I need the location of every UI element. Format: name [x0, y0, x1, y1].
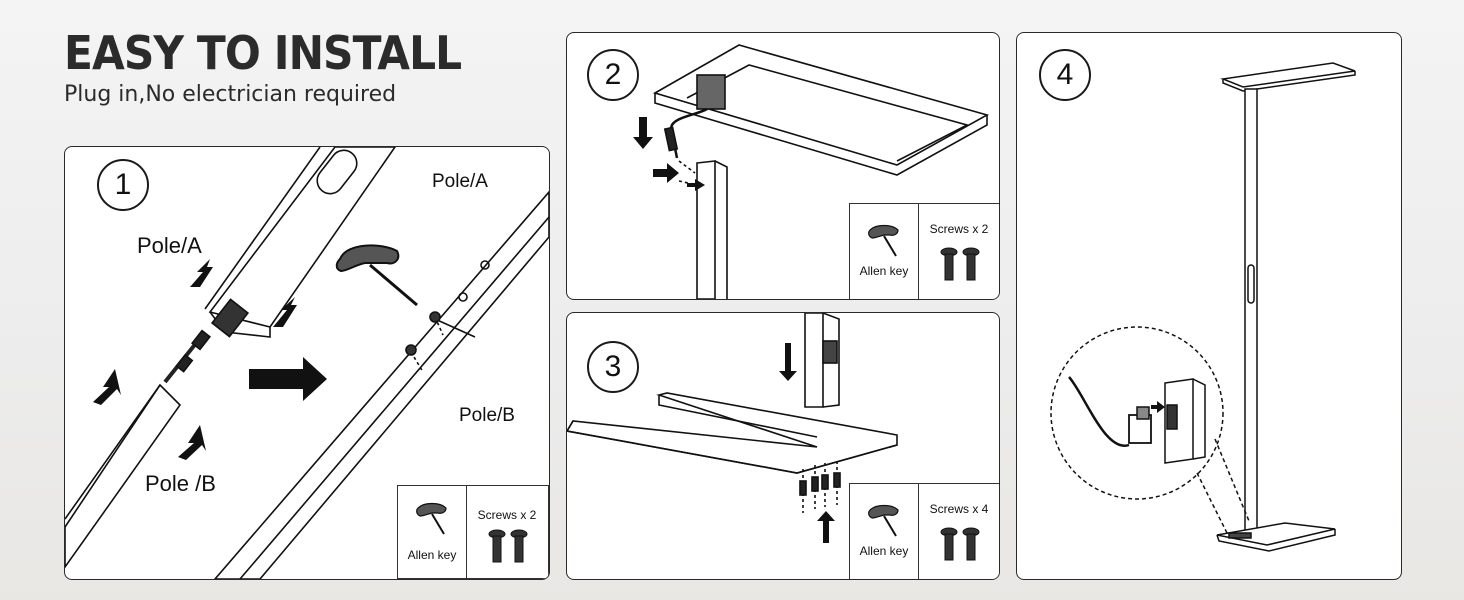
step-2-illustration	[633, 44, 990, 299]
step-4-panel: 4	[1016, 32, 1402, 580]
allen-key-cell: Allen key	[850, 204, 918, 299]
screw-icon	[488, 529, 528, 563]
screw-icon	[940, 247, 980, 281]
allen-key-cell: Allen key	[850, 484, 918, 579]
allen-key-cell: Allen key	[398, 486, 466, 578]
step-3-number: 3	[587, 341, 639, 393]
pole-b-label-right: Pole/B	[459, 405, 515, 426]
allen-key-label: Allen key	[407, 548, 457, 562]
allen-key-icon	[416, 502, 447, 535]
screws-label: Screws x 2	[929, 222, 989, 236]
allen-key-label: Allen key	[859, 264, 909, 278]
page-title: EASY TO INSTALL	[64, 26, 462, 80]
allen-key-icon	[868, 504, 899, 537]
screws-label: Screws x 4	[929, 502, 989, 516]
step-2-panel: 2 Allen key Screws x 2	[566, 32, 1000, 300]
screws-label: Screws x 2	[477, 508, 537, 522]
screws-cell: Screws x 4	[918, 484, 999, 579]
screw-icon	[940, 527, 980, 561]
step-4-number: 4	[1039, 49, 1091, 101]
allen-key-icon	[868, 224, 899, 257]
screws-cell: Screws x 2	[918, 204, 999, 299]
step-1-panel: 1 Pole/A Pole/A Pole /B Pole/B Allen key…	[64, 146, 550, 580]
pole-b-label-left: Pole /B	[145, 471, 216, 496]
step-2-number: 2	[587, 49, 639, 101]
step-3-panel: 3 Allen key Screws x 4	[566, 312, 1000, 580]
screws-cell: Screws x 2	[466, 486, 547, 578]
allen-key-label: Allen key	[859, 544, 909, 558]
pole-a-label-left: Pole/A	[137, 233, 202, 258]
step-1-illustration	[65, 147, 549, 579]
pole-a-label-right: Pole/A	[432, 171, 488, 192]
step-1-hardware-box: Allen key Screws x 2	[397, 485, 549, 579]
step-4-illustration	[1050, 62, 1356, 552]
step-3-illustration	[567, 313, 898, 543]
step-3-hardware-box: Allen key Screws x 4	[849, 483, 999, 579]
step-2-hardware-box: Allen key Screws x 2	[849, 203, 999, 299]
page-subtitle: Plug in,No electrician required	[64, 82, 397, 107]
step-1-number: 1	[97, 159, 149, 211]
